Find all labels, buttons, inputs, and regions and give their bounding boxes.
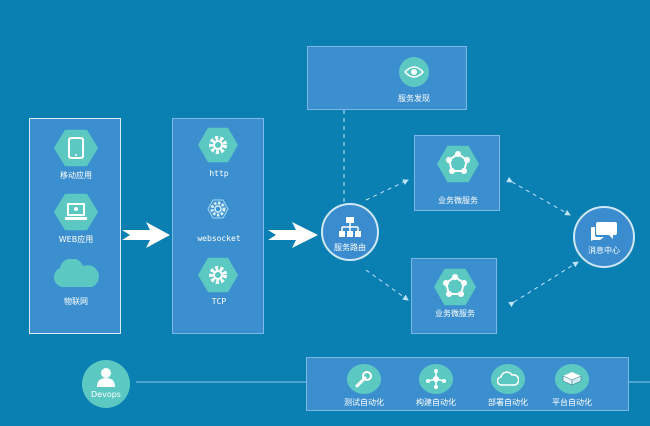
message-center-label: 消息中心	[588, 246, 620, 255]
service-router-node: 服务路由	[321, 203, 379, 261]
dashed-router-to-service-bottom	[365, 269, 409, 301]
client-label-web: WEB应用	[58, 235, 94, 244]
service-router-label: 服务路由	[334, 243, 366, 252]
client-label-iot: 物联网	[64, 297, 88, 306]
arrow-gateway-to-router	[268, 222, 318, 248]
dashed-router-to-service-top	[365, 179, 409, 201]
sitemap-icon	[339, 217, 361, 237]
microservice-panel-bottom: 业务微服务	[411, 258, 497, 334]
devops-label: Devops	[91, 390, 121, 399]
dashed-service-top-to-message	[506, 176, 571, 216]
automation-label-test: 测试自动化	[344, 398, 384, 407]
dashed-service-bottom-to-message	[508, 261, 579, 308]
cloud-icon	[497, 371, 519, 386]
cloud-icon	[50, 258, 100, 289]
clients-panel: 移动应用 WEB应用 物联网	[29, 118, 121, 334]
gateway-panel: http websocket TCP	[172, 118, 264, 334]
server-icon-badge	[555, 364, 589, 394]
cluster-icon-badge-top	[437, 145, 479, 183]
gateway-label-websocket: websocket	[197, 234, 241, 243]
service-discovery-label: 服务发现	[398, 94, 430, 103]
gear-icon-badge-websocket	[198, 191, 238, 227]
devops-automation-panel: 测试自动化 构建自动化 部署自动化 平台自动化	[306, 357, 629, 411]
cluster-icon	[446, 151, 470, 174]
mobile-icon-badge	[54, 129, 98, 167]
microservice-label-top: 业务微服务	[438, 196, 478, 205]
client-label-mobile: 移动应用	[60, 171, 92, 180]
gear-icon-badge-http	[198, 127, 238, 163]
wrench-icon-badge	[347, 364, 381, 394]
network-icon	[426, 369, 446, 389]
server-icon	[562, 372, 582, 386]
gear-icon-badge-tcp	[198, 257, 238, 293]
eye-icon	[404, 66, 424, 78]
laptop-icon-badge	[54, 193, 98, 231]
user-icon	[97, 368, 115, 387]
cloud-icon-badge	[491, 364, 525, 394]
laptop-icon	[65, 203, 87, 220]
chat-icon	[591, 222, 617, 241]
gateway-label-tcp: TCP	[211, 297, 227, 306]
cluster-icon-badge-bottom	[434, 268, 476, 306]
arrow-clients-to-gateway	[122, 222, 170, 248]
devops-node: Devops	[82, 360, 130, 408]
network-icon-badge	[419, 364, 453, 394]
eye-icon-badge	[399, 57, 429, 87]
message-center-node: 消息中心	[573, 206, 635, 268]
mobile-icon	[68, 137, 84, 159]
microservice-label-bottom: 业务微服务	[435, 309, 475, 318]
gear-icon	[207, 199, 229, 219]
microservice-panel-top: 业务微服务	[414, 135, 500, 211]
automation-label-platform: 平台自动化	[552, 398, 592, 407]
gear-icon	[209, 266, 227, 284]
wrench-icon	[355, 371, 372, 388]
cluster-icon	[443, 274, 467, 297]
automation-label-deploy: 部署自动化	[488, 398, 528, 407]
service-discovery-panel: 服务发现	[307, 46, 467, 110]
gear-icon	[209, 136, 227, 154]
gateway-label-http: http	[209, 169, 229, 178]
automation-label-build: 构建自动化	[416, 398, 456, 407]
